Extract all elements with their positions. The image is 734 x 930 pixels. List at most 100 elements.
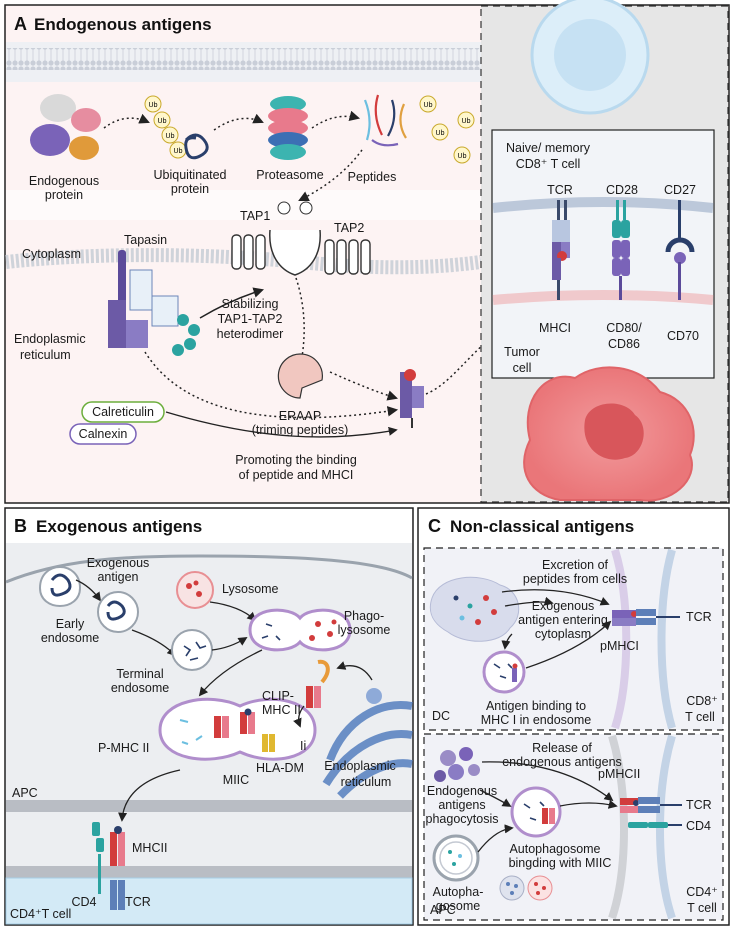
cd4-surface-icon (92, 822, 104, 894)
cd70-label: CD70 (667, 329, 699, 343)
proteasome-icon (268, 96, 308, 160)
early-endosome-label-2: endosome (41, 631, 99, 645)
ubiquitinated-protein-icon: Ub Ub Ub Ub (144, 95, 209, 160)
svg-text:Ub: Ub (149, 102, 158, 109)
miic-label: MIIC (223, 773, 249, 787)
panel-b-title: Exogenous antigens (36, 517, 202, 536)
miic-compartment-icon (158, 697, 317, 761)
calreticulin-pill (81, 401, 165, 423)
tcell-membrane (492, 197, 714, 213)
cd28-label: CD28 (606, 183, 638, 197)
endosome-mhci-icon (482, 650, 526, 694)
peptides-label: Peptides (348, 170, 397, 184)
cd4-membrane-c (656, 734, 676, 920)
terminal-endosome-label: Terminal (116, 667, 163, 681)
pmhcii-label: pMHCII (598, 767, 640, 781)
stabilizing-label-3: heterodimer (217, 327, 284, 341)
endo-phago-label: Endogenous (427, 784, 497, 798)
svg-text:Ub: Ub (436, 130, 445, 137)
apc-label: APC (12, 786, 38, 800)
ubiquitinated-protein-label-2: protein (171, 182, 209, 196)
mhcii-label: MHCII (132, 841, 167, 855)
naive-cd8-tcell-icon (530, 0, 650, 115)
pmhci-icon (612, 609, 680, 626)
exo-entering-label: Exogenous (532, 599, 595, 613)
mhci-label: MHCI (539, 321, 571, 335)
svg-text:Ub: Ub (424, 102, 433, 109)
clip-label-2: MHC II (262, 703, 301, 717)
cd27-cd70-icon (665, 200, 695, 300)
exogenous-antigen-label-2: antigen (97, 570, 138, 584)
peptides-icon (363, 94, 407, 147)
erap-label: ERAAP (279, 409, 321, 423)
tcr-label-c2: TCR (686, 798, 712, 812)
tcr-mhci-icon (552, 200, 570, 300)
endo-phago-label-2: antigens (438, 798, 485, 812)
dc-cell-icon (429, 576, 520, 642)
tcr-label: TCR (547, 183, 573, 197)
cd4tcell-label: CD4⁺T cell (10, 907, 71, 921)
excretion-label: Excretion of (542, 558, 609, 572)
ii-label: Ii (300, 739, 306, 753)
calnexin-pill (69, 423, 137, 445)
dc-membrane (611, 548, 631, 730)
cd4-label-c: CD4 (686, 819, 711, 833)
cd80-label-2: CD86 (608, 337, 640, 351)
proteasome-label: Proteasome (256, 168, 323, 182)
ubiquitinated-protein-label: Ubiquitinated (154, 168, 227, 182)
cytoplasm-band (6, 190, 481, 220)
panel-a-title: Endogenous antigens (34, 15, 212, 34)
early-endosome-icon (38, 566, 82, 607)
er-membrane (5, 248, 482, 275)
autophago-binding-label: Autophagosome (509, 842, 600, 856)
cd8-membrane (657, 548, 676, 730)
svg-text:Ub: Ub (174, 148, 183, 155)
free-ub-icons: Ub Ub Ub Ub (419, 95, 475, 164)
pmhc-label: P-MHC II (98, 741, 149, 755)
cd4-tcell-membrane (6, 866, 412, 878)
lysosome-label: Lysosome (222, 582, 279, 596)
tcr-label-b: TCR (125, 895, 151, 909)
calreticulin-label: Calreticulin (92, 405, 154, 419)
apc-label-c: APC (430, 903, 456, 917)
phagolysosome-icon (248, 608, 352, 652)
panel-c: C Non-classical antigens Excretion of pe… (417, 507, 730, 926)
svg-text:Ub: Ub (462, 118, 471, 125)
tumor-cell-icon (523, 366, 695, 502)
miic-c-icon (510, 786, 562, 838)
cd27-label: CD27 (664, 183, 696, 197)
apc-er-icon (322, 688, 413, 799)
panel-b-header (6, 509, 412, 543)
tap-transporter-icon (231, 201, 371, 276)
cd4tcell-label-c: CD4⁺ (686, 885, 718, 899)
mhcii-surface-icon (110, 826, 125, 910)
exo-entering-label-3: cytoplasm (535, 627, 591, 641)
promoting-label: Promoting the binding (235, 453, 357, 467)
autophagosome-icon (432, 834, 480, 882)
antigen-binding-label-2: MHC I in endosome (481, 713, 592, 727)
invariant-chain-icon (306, 659, 330, 708)
pmhci-label: pMHCI (600, 639, 639, 653)
phagolysosome-label-2: lysosome (338, 623, 391, 637)
erap-label-2: (triming peptides) (252, 423, 349, 437)
mhci-complex-icon (400, 369, 424, 428)
panel-a-letter: A (14, 14, 27, 34)
cd4-tcell-region (5, 877, 413, 925)
tcr-label-c1: TCR (686, 610, 712, 624)
promoting-label-2: of peptide and MHCI (239, 468, 354, 482)
endogenous-antigens-cluster-icon (434, 747, 480, 782)
tcell-label-2: CD8⁺ T cell (516, 157, 581, 171)
cd80-label: CD80/ (606, 321, 642, 335)
cytoplasm-label: Cytoplasm (22, 247, 81, 261)
panel-b-letter: B (14, 516, 27, 536)
pmhcii-icon (620, 797, 682, 828)
apc-bottom-membrane (6, 800, 412, 812)
excretion-label-2: peptides from cells (523, 572, 627, 586)
er-label-2: reticulum (20, 348, 71, 362)
tap1-label: TAP1 (240, 209, 270, 223)
cd8tcell-label: CD8⁺ (686, 694, 718, 708)
endogenous-protein-label: Endogenous (29, 174, 99, 188)
peptide-loading-complex-icon (108, 250, 200, 356)
lysosome-icon (176, 571, 214, 609)
